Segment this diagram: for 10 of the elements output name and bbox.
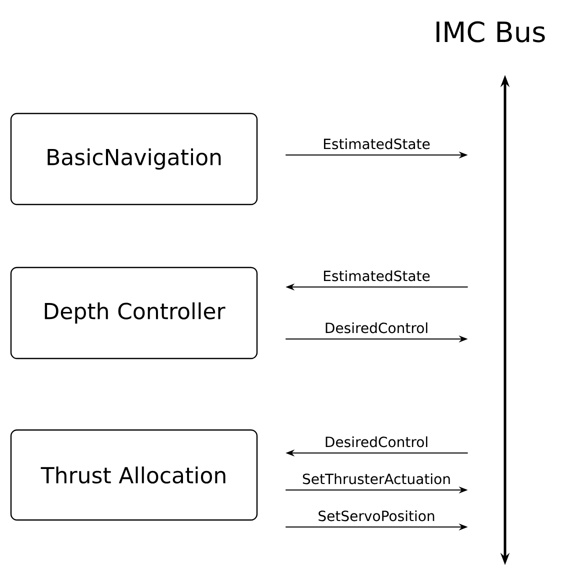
edge-label: DesiredControl (326, 322, 428, 334)
edge-label: DesiredControl (326, 436, 428, 448)
edge-label: SetThrusterActuation (302, 473, 450, 484)
process-box: Depth Controller (10, 266, 258, 360)
process-box: BasicNavigation (10, 112, 258, 206)
process-box: Thrust Allocation (10, 429, 258, 521)
bus-title: IMC Bus (436, 21, 545, 42)
edge-label: EstimatedState (324, 138, 430, 150)
edge-label: SetServoPosition (318, 510, 434, 522)
edge-label: EstimatedState (324, 270, 430, 282)
